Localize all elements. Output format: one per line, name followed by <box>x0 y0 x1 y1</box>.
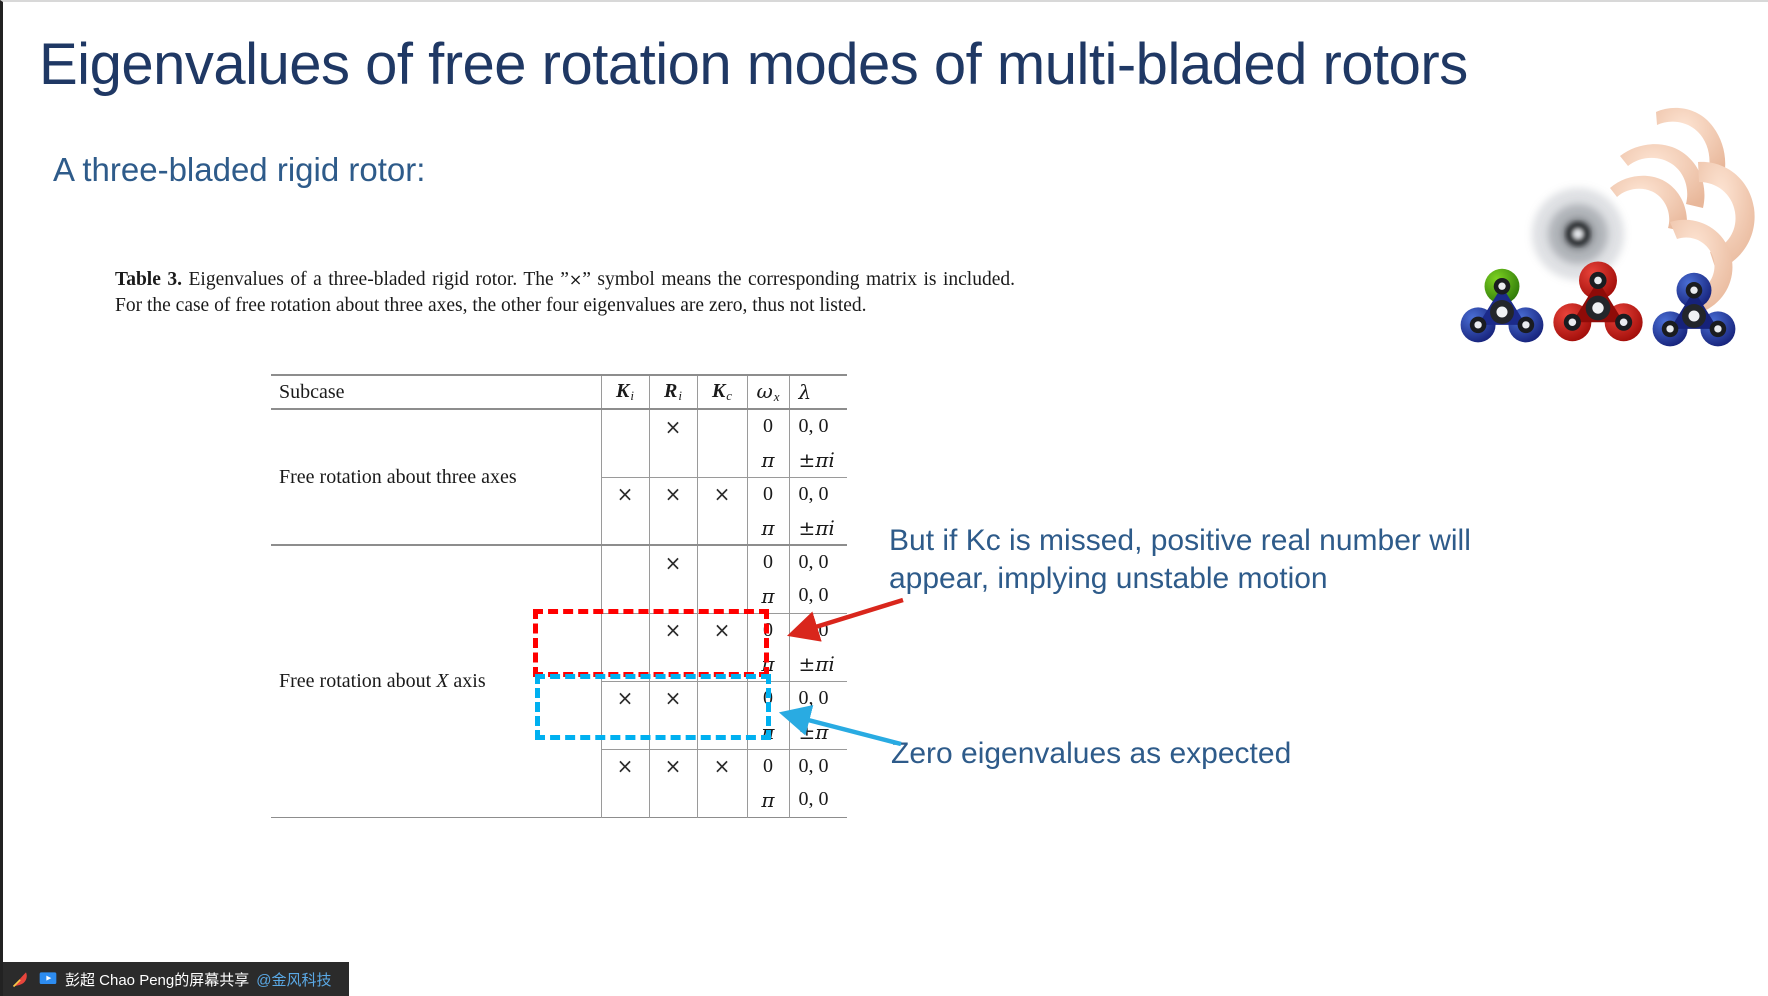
cell-kc <box>696 783 747 817</box>
table-row: π ±πi <box>271 511 847 545</box>
cell-omega: π <box>746 715 789 749</box>
cell-omega: π <box>746 647 789 681</box>
table-row: Free rotation about X axis × 0 0, 0 <box>271 544 847 817</box>
col-header-lambda: λ <box>788 374 847 409</box>
table-row: × × × 0 0, 0 <box>271 476 847 511</box>
cell-ri: × <box>648 476 697 511</box>
cell-ki <box>600 511 649 545</box>
cell-ki <box>600 783 649 817</box>
cell-lambda: ±πi <box>788 443 847 477</box>
subcase-x-axis: Free rotation about X axis <box>271 544 601 817</box>
fidget-spinner-illustration <box>1460 107 1755 347</box>
cell-ri <box>648 511 697 545</box>
cell-lambda: 0, 0 <box>788 476 847 511</box>
cell-ri: × <box>648 748 697 783</box>
col-header-omega-x: ωx <box>746 374 789 409</box>
cell-lambda: 0, 0 <box>788 544 847 579</box>
cell-ri: × <box>648 612 697 647</box>
cell-omega: 0 <box>746 408 789 443</box>
caption-text-1: Eigenvalues of a three-bladed rigid roto… <box>182 269 569 290</box>
bottom-strip <box>349 962 1768 996</box>
cell-ri: × <box>648 680 697 715</box>
cell-lambda: ±πi <box>788 511 847 545</box>
cell-ki <box>600 612 649 647</box>
table-header-row: Subcase Ki Ri Kc ωx λ <box>271 374 847 409</box>
cell-lambda: 0, 0 <box>788 748 847 783</box>
table-row-highlighted-blue: × × × 0 0, 0 <box>271 748 847 783</box>
col-header-subcase: Subcase <box>271 374 601 409</box>
cell-kc: × <box>696 476 747 511</box>
col-header-ri: Ri <box>648 374 697 409</box>
cell-ri: × <box>648 408 697 443</box>
cell-lambda: ±π <box>788 715 847 749</box>
cell-kc <box>696 544 747 579</box>
cell-omega: π <box>746 443 789 477</box>
screenshare-label: 彭超 Chao Peng的屏幕共享 <box>65 971 250 989</box>
cell-ki <box>600 715 649 749</box>
cell-kc <box>696 579 747 613</box>
cell-kc <box>696 647 747 681</box>
caption-label: Table 3. <box>115 269 183 290</box>
feather-pen-icon[interactable] <box>11 969 31 989</box>
col-header-kc: Kc <box>696 374 747 409</box>
cell-kc <box>696 715 747 749</box>
cell-omega: π <box>746 783 789 817</box>
col-header-ki: Ki <box>600 374 649 409</box>
cell-lambda: 0, 0 <box>788 783 847 817</box>
table-row: π ±πi <box>271 443 847 477</box>
cell-kc: × <box>696 748 747 783</box>
cell-omega: 0 <box>746 476 789 511</box>
cell-ri <box>648 783 697 817</box>
cell-ki: × <box>600 748 649 783</box>
cell-lambda: 0, 0 <box>788 612 847 647</box>
screenshare-taskbar[interactable]: 彭超 Chao Peng的屏幕共享 @金风科技 <box>3 962 349 996</box>
cell-lambda: 0, 0 <box>788 579 847 613</box>
caption-times-symbol: × <box>568 270 583 289</box>
table-row-highlighted-blue: π 0, 0 <box>271 783 847 817</box>
cell-kc <box>696 408 747 443</box>
cell-ki: × <box>600 680 649 715</box>
cell-ki <box>600 647 649 681</box>
table-bottom-rule <box>271 816 847 851</box>
cell-omega: 0 <box>746 612 789 647</box>
annotation-red-text: But if Kc is missed, positive real numbe… <box>889 524 1471 595</box>
cell-ki <box>600 443 649 477</box>
slide-subtitle: A three-bladed rigid rotor: <box>53 151 426 188</box>
subcase-three-axes: Free rotation about three axes <box>271 408 601 545</box>
cell-lambda: 0, 0 <box>788 408 847 443</box>
cell-kc <box>696 443 747 477</box>
caption-text-2: ” symbol means the corresponding matrix … <box>115 269 1016 316</box>
annotation-blue-text: Zero eigenvalues as expected <box>891 737 1292 770</box>
table-caption: Table 3. Eigenvalues of a three-bladed r… <box>115 267 1015 318</box>
cell-kc <box>696 680 747 715</box>
cell-lambda: 0, 0 <box>788 680 847 715</box>
cell-kc <box>696 511 747 545</box>
eigenvalue-table: Subcase Ki Ri Kc ωx λ Free rotation abou… <box>271 374 847 851</box>
cell-omega: 0 <box>746 680 789 715</box>
cell-omega: π <box>746 579 789 613</box>
table-row: Free rotation about three axes × 0 0, 0 <box>271 408 847 545</box>
cell-ki <box>600 544 649 579</box>
cell-lambda: ±πi <box>788 647 847 681</box>
cell-omega: 0 <box>746 748 789 783</box>
cell-kc: × <box>696 612 747 647</box>
cell-ri: × <box>648 544 697 579</box>
screen-share-icon[interactable] <box>38 969 58 989</box>
cell-ri <box>648 579 697 613</box>
cell-ki: × <box>600 476 649 511</box>
slide-title: Eigenvalues of free rotation modes of mu… <box>39 32 1468 97</box>
cell-ri <box>648 647 697 681</box>
cell-ki <box>600 408 649 443</box>
cell-ri <box>648 443 697 477</box>
cell-omega: π <box>746 511 789 545</box>
cell-ki <box>600 579 649 613</box>
screenshare-org-label: @金风科技 <box>256 971 332 989</box>
cell-ri <box>648 715 697 749</box>
cell-omega: 0 <box>746 544 789 579</box>
table-row: π 0, 0 <box>271 579 847 613</box>
